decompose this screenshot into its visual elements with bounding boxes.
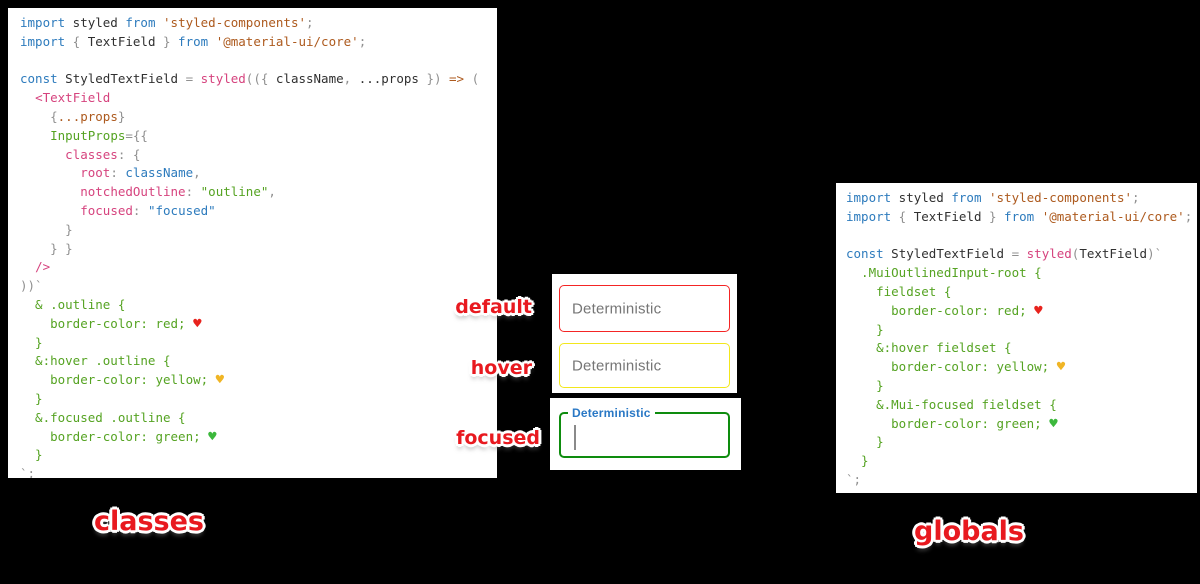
textfield-focused-label: Deterministic	[568, 405, 655, 422]
annotation-default-state: default	[455, 296, 532, 318]
textfield-focused[interactable]: Deterministic	[559, 405, 730, 458]
textfield-demo-card: Deterministic Deterministic	[552, 274, 737, 393]
textfield-demo-card-focused: Deterministic	[550, 398, 741, 470]
globals-code-snippet: import styled from 'styled-components';i…	[836, 183, 1197, 493]
textfield-default-label: Deterministic	[572, 300, 662, 317]
textfield-default[interactable]: Deterministic	[559, 285, 730, 332]
textfield-hover-label: Deterministic	[572, 357, 662, 374]
textfield-hover[interactable]: Deterministic	[559, 343, 730, 388]
annotation-hover-state: hover	[470, 357, 532, 379]
caption-classes: classes	[94, 506, 205, 537]
caption-globals: globals	[914, 516, 1025, 547]
classes-code-snippet: import styled from 'styled-components';i…	[8, 8, 497, 478]
text-cursor	[574, 425, 576, 450]
annotation-focused-state: focused	[456, 427, 540, 449]
